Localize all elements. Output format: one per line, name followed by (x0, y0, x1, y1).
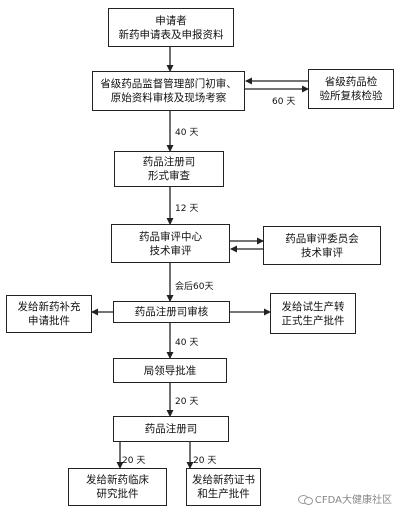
node-supplement: 发给新药补充 申请批件 (6, 295, 92, 333)
node-registration-final: 药品注册司 (113, 416, 229, 442)
node-clinical-line2: 研究批件 (96, 488, 139, 500)
node-evaluation-center-line1: 药品审评中心 (139, 230, 202, 243)
node-committee-line1: 药品审评委员会 (285, 232, 359, 245)
node-director-approval-line1: 局领导批准 (143, 364, 197, 377)
node-lab-line2: 验所复核检验 (319, 90, 383, 102)
label-clinical-days: 20 天 (122, 456, 146, 466)
node-registration-final-line1: 药品注册司 (144, 423, 198, 435)
node-provincial-line2: 原始资料审核及现场考察 (110, 92, 227, 104)
node-evaluation-center: 药品审评中心 技术审评 (111, 224, 230, 263)
node-certificate-line1: 发给新药证书 (192, 474, 255, 486)
node-supplement-line1: 发给新药补充 (17, 301, 81, 313)
watermark-text: CFDA大健康社区 (314, 495, 392, 506)
label-formal-days: 12 天 (175, 204, 199, 214)
node-registration-formal: 药品注册司 形式审查 (114, 151, 224, 187)
node-trial-production-line2: 正式生产批件 (281, 314, 345, 327)
node-supplement-line2: 申请批件 (28, 315, 70, 327)
node-evaluation-center-line2: 技术审评 (149, 244, 192, 257)
node-registration-formal-line1: 药品注册司 (142, 156, 196, 168)
node-clinical: 发给新药临床 研究批件 (68, 468, 167, 506)
node-registration-review-line1: 药品注册司审核 (134, 306, 209, 318)
wechat-icon (297, 494, 313, 505)
node-registration-formal-line2: 形式审查 (148, 170, 190, 182)
node-lab: 省级药品检 验所复核检验 (308, 69, 394, 109)
node-certificate-line2: 和生产批件 (197, 488, 250, 500)
label-review-days: 会后60天 (175, 282, 214, 292)
node-applicant-line2: 新药申请表及申报资料 (118, 28, 224, 41)
watermark: CFDA大健康社区 (297, 491, 392, 506)
label-final-days: 20 天 (175, 397, 199, 407)
label-lab-days: 60 天 (272, 97, 296, 107)
node-committee: 药品审评委员会 技术审评 (263, 226, 381, 265)
node-certificate: 发给新药证书 和生产批件 (186, 468, 261, 506)
node-director-approval: 局领导批准 (113, 358, 227, 383)
node-committee-line2: 技术审评 (301, 246, 343, 259)
node-lab-line1: 省级药品检 (324, 76, 378, 88)
label-provincial-days: 40 天 (175, 128, 199, 138)
node-registration-review: 药品注册司审核 (113, 301, 230, 323)
node-provincial: 省级药品监督管理部门初审、 原始资料审核及现场考察 (92, 71, 245, 111)
node-trial-production: 发给试生产转 正式生产批件 (270, 293, 356, 334)
label-approval-days: 40 天 (175, 338, 199, 348)
node-provincial-line1: 省级药品监督管理部门初审、 (100, 78, 237, 90)
node-applicant: 申请者 新药申请表及申报资料 (108, 8, 234, 47)
node-applicant-line1: 申请者 (155, 14, 187, 27)
node-clinical-line1: 发给新药临床 (86, 474, 149, 486)
node-trial-production-line1: 发给试生产转 (281, 300, 345, 313)
label-certificate-days: 20 天 (193, 456, 217, 466)
